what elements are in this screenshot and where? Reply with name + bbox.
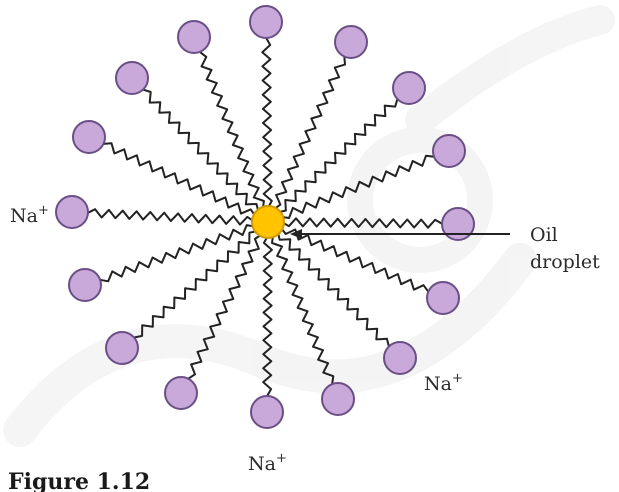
ionic-heads bbox=[55, 5, 475, 429]
ionic-head bbox=[392, 71, 426, 105]
hydrocarbon-tail bbox=[87, 208, 255, 226]
ionic-head bbox=[334, 25, 368, 59]
ionic-head bbox=[72, 120, 106, 154]
ionic-head bbox=[164, 376, 198, 410]
oil-droplet-label-line2: droplet bbox=[530, 251, 600, 273]
hydrocarbon-tail bbox=[187, 233, 263, 380]
ionic-head bbox=[55, 195, 89, 229]
ionic-head bbox=[432, 134, 466, 168]
ionic-head bbox=[249, 5, 283, 39]
ionic-head bbox=[426, 281, 460, 315]
ionic-head bbox=[321, 382, 355, 416]
figure-caption: Figure 1.12 bbox=[8, 469, 150, 492]
pointer-arrowhead bbox=[290, 229, 302, 239]
ionic-head bbox=[441, 207, 475, 241]
ionic-head bbox=[68, 268, 102, 302]
oil-droplet-label-line1: Oil bbox=[530, 224, 558, 246]
na-ion-label-bottom: Na+ bbox=[248, 451, 287, 475]
hydrocarbon-tail bbox=[262, 235, 273, 397]
hydrocarbon-tail bbox=[133, 230, 258, 339]
watermark bbox=[3, 5, 615, 447]
oil-droplet bbox=[251, 205, 285, 239]
na-ion-label-right: Na+ bbox=[424, 371, 463, 395]
hydrocarbon-tail bbox=[281, 217, 443, 229]
ionic-head bbox=[177, 20, 211, 54]
ionic-head bbox=[250, 395, 284, 429]
hydrocarbon-tail bbox=[99, 224, 255, 283]
hydrocarbon-tail bbox=[103, 142, 257, 217]
hydrocarbon-tail bbox=[276, 231, 390, 347]
hydrocarbon-tail bbox=[199, 51, 265, 210]
na-ion-label-left: Na+ bbox=[10, 203, 49, 227]
ionic-head bbox=[115, 61, 149, 95]
ionic-head bbox=[105, 331, 139, 365]
hydrocarbon-tail bbox=[280, 226, 430, 293]
ionic-head bbox=[383, 341, 417, 375]
hydrocarbon-tail bbox=[277, 98, 399, 214]
hydrocarbon-tail bbox=[261, 37, 273, 209]
hydrocarbon-tail bbox=[273, 56, 346, 211]
hydrocarbon-tail bbox=[142, 88, 260, 213]
hydrocarbon-tail bbox=[271, 234, 335, 385]
hydrocarbon-tail bbox=[280, 154, 435, 219]
hydrocarbon-tails bbox=[87, 37, 443, 397]
